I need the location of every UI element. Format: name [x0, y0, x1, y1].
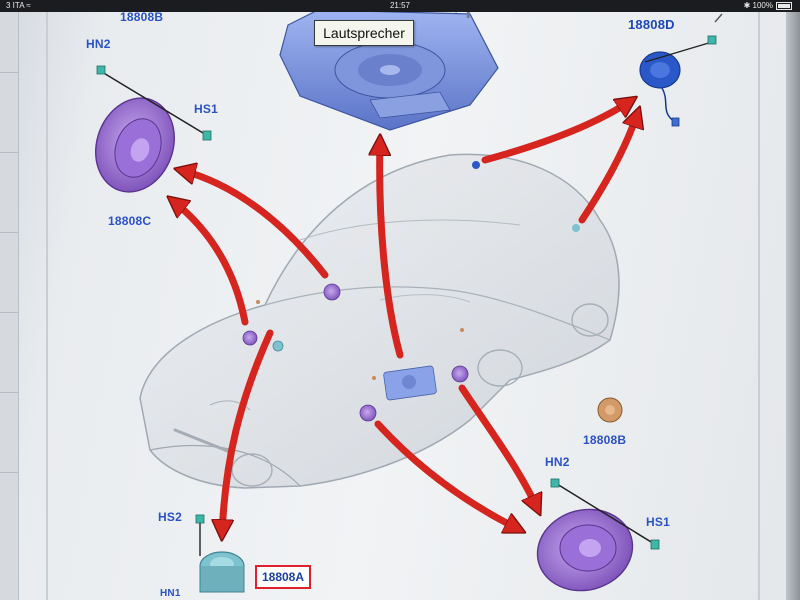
- label-top-left-part: 18808B: [120, 10, 164, 24]
- arrow-to-rear-tweeter: [481, 100, 632, 164]
- clock-text: 21:57: [389, 1, 411, 10]
- left-tool-panel: [0, 12, 19, 600]
- label-bottom-hs: HS2: [158, 510, 182, 524]
- carrier-text: 3 ITA: [6, 1, 25, 10]
- arrow-to-front-right-speaker: [374, 420, 520, 530]
- arrow-to-rear-tweeter-2: [578, 112, 638, 224]
- label-rear-part: 18808D: [628, 17, 675, 32]
- arrow-to-front-left-speaker: [180, 170, 329, 279]
- label-front-left-hn: HN2: [86, 37, 111, 51]
- monitor-right-edge: [786, 12, 800, 600]
- status-bar: 3 ITA ≈ 21:57 ✱ 100%: [0, 0, 800, 12]
- arrow-to-front-right-speaker-2: [458, 384, 538, 510]
- frame-right-border: [758, 12, 760, 600]
- label-bottom-part-highlighted: 18808A: [255, 565, 311, 589]
- rear-tweeter: [639, 13, 723, 127]
- arrow-to-front-left-speaker-2: [172, 200, 249, 326]
- label-front-left-part: 18808C: [108, 214, 152, 228]
- battery-text: 100%: [752, 1, 773, 10]
- label-front-right-hs: HS1: [646, 515, 670, 529]
- arrows: [172, 100, 638, 535]
- car-mounted-speakers: [242, 161, 580, 422]
- rear-right-small-part: [597, 397, 623, 423]
- wifi-icon: ≈: [26, 1, 31, 10]
- frame-left-border: [46, 12, 48, 600]
- lautsprecher-callout: Lautsprecher: [314, 20, 414, 46]
- battery-icon: [776, 1, 792, 10]
- arrow-to-front-center-speaker: [222, 329, 274, 535]
- car-outline: [139, 153, 620, 489]
- label-bottom-hn: HN1: [160, 588, 181, 599]
- label-front-left-hs: HS1: [194, 102, 218, 116]
- bluetooth-icon: ✱: [743, 1, 751, 10]
- front-left-door-speaker: [94, 65, 212, 193]
- label-rear-right-part: 18808B: [583, 433, 627, 447]
- front-center-speaker: [195, 514, 245, 593]
- arrow-to-subwoofer: [380, 140, 404, 359]
- label-front-right-hn: HN2: [545, 455, 570, 469]
- front-right-door-speaker: [536, 478, 660, 592]
